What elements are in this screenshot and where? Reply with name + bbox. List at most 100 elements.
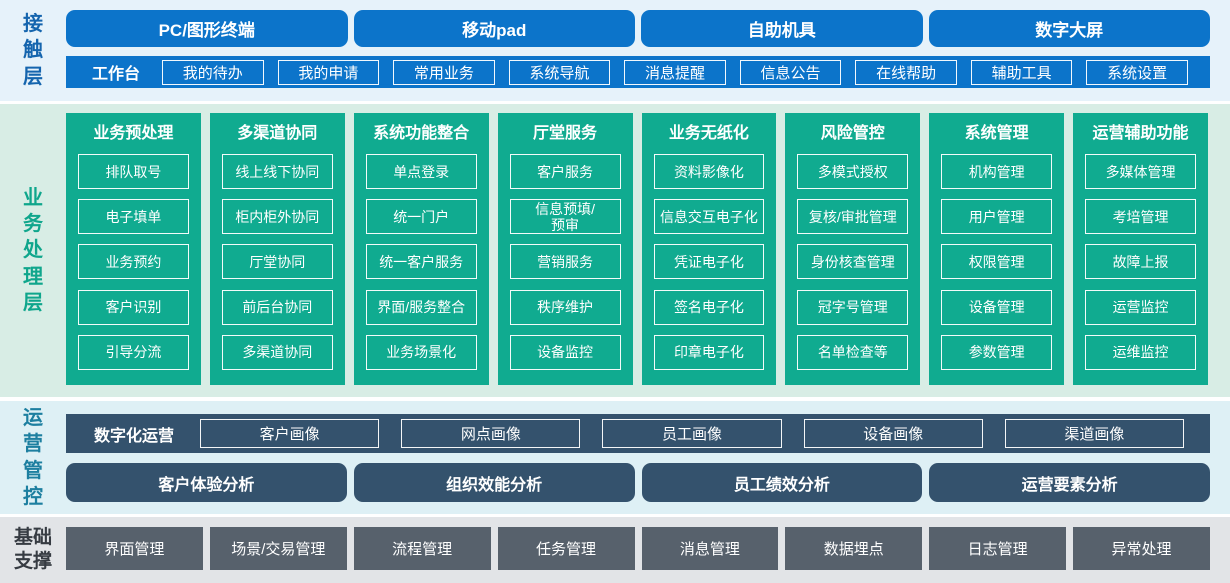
column-boxes: 多模式授权 复核/审批管理 身份核查管理 冠字号管理 名单检查等 <box>797 149 909 375</box>
column-title: 系统管理 <box>964 125 1029 142</box>
column-boxes: 资料影像化 信息交互电子化 凭证电子化 签名电子化 印章电子化 <box>653 149 765 375</box>
module-box: 厅堂协同 <box>221 244 333 280</box>
module-box: 多媒体管理 <box>1085 154 1196 190</box>
module-box: 信息预填/ 预审 <box>509 199 621 235</box>
module-box: 名单检查等 <box>797 334 909 370</box>
base-process-management: 流程管理 <box>353 527 491 570</box>
analysis-row: 客户体验分析 组织效能分析 员工绩效分析 运营要素分析 <box>66 463 1210 502</box>
analysis-operation-factors: 运营要素分析 <box>929 463 1210 502</box>
module-box: 界面/服务整合 <box>365 289 477 325</box>
column-title: 系统功能整合 <box>373 125 470 142</box>
module-box: 印章电子化 <box>653 334 765 370</box>
column-system-management: 系统管理 机构管理 用户管理 权限管理 设备管理 参数管理 <box>929 113 1065 385</box>
business-layer-label-col: 业务处理层 <box>0 104 66 397</box>
column-title: 多渠道协同 <box>237 125 318 142</box>
ops-layer: 运营管控 数字化运营 客户画像 网点画像 员工画像 设备画像 渠道画像 客户体验… <box>0 401 1230 514</box>
module-box: 权限管理 <box>941 244 1053 280</box>
module-box: 签名电子化 <box>653 289 765 325</box>
workbench-item-settings: 系统设置 <box>1086 59 1188 85</box>
digital-ops-items: 客户画像 网点画像 员工画像 设备画像 渠道画像 <box>200 419 1210 448</box>
workbench-item-common-business: 常用业务 <box>393 59 495 85</box>
persona-employee: 员工画像 <box>602 419 782 448</box>
digital-ops-label: 数字化运营 <box>94 427 175 445</box>
module-box: 业务场景化 <box>365 334 477 370</box>
module-box: 多渠道协同 <box>221 334 333 370</box>
module-box: 统一客户服务 <box>365 244 477 280</box>
column-title: 厅堂服务 <box>533 125 598 142</box>
column-title: 业务预处理 <box>93 125 174 142</box>
module-box: 柜内柜外协同 <box>221 199 333 235</box>
workbench-label: 工作台 <box>92 66 141 83</box>
column-title: 业务无纸化 <box>668 125 749 142</box>
column-boxes: 单点登录 统一门户 统一客户服务 界面/服务整合 业务场景化 <box>365 149 477 375</box>
module-box: 统一门户 <box>365 199 477 235</box>
module-box: 营销服务 <box>509 244 621 280</box>
module-box: 前后台协同 <box>221 289 333 325</box>
module-box: 故障上报 <box>1085 244 1196 280</box>
workbench-item-navigation: 系统导航 <box>508 59 611 85</box>
workbench-item-online-help: 在线帮助 <box>855 59 957 85</box>
column-multichannel-collab: 多渠道协同 线上线下协同 柜内柜外协同 厅堂协同 前后台协同 多渠道协同 <box>209 113 345 385</box>
module-box: 引导分流 <box>78 334 189 370</box>
persona-branch: 网点画像 <box>401 419 581 448</box>
module-box: 业务预约 <box>78 244 189 280</box>
workbench-item-aux-tools: 辅助工具 <box>970 59 1073 85</box>
module-box: 多模式授权 <box>797 154 909 190</box>
workbench-item-todo: 我的待办 <box>162 59 264 85</box>
column-system-integration: 系统功能整合 单点登录 统一门户 统一客户服务 界面/服务整合 业务场景化 <box>353 113 489 385</box>
base-layer: 基础支撑 界面管理 场景/交易管理 流程管理 任务管理 消息管理 数据埋点 日志… <box>0 517 1230 583</box>
base-scene-transaction: 场景/交易管理 <box>209 527 347 570</box>
column-hall-service: 厅堂服务 客户服务 信息预填/ 预审 营销服务 秩序维护 设备监控 <box>497 113 633 385</box>
module-box: 设备管理 <box>941 289 1053 325</box>
workbench-bar: 工作台 我的待办 我的申请 常用业务 系统导航 消息提醒 信息公告 在线帮助 辅… <box>66 56 1210 88</box>
column-paperless-business: 业务无纸化 资料影像化 信息交互电子化 凭证电子化 签名电子化 印章电子化 <box>641 113 777 385</box>
module-box: 用户管理 <box>941 199 1053 235</box>
terminal-row: PC/图形终端 移动pad 自助机具 数字大屏 <box>66 10 1210 47</box>
analysis-customer-experience: 客户体验分析 <box>66 463 347 502</box>
base-row: 界面管理 场景/交易管理 流程管理 任务管理 消息管理 数据埋点 日志管理 异常… <box>66 527 1210 570</box>
module-box: 单点登录 <box>365 154 477 190</box>
workbench-item-notifications: 消息提醒 <box>624 59 726 85</box>
module-box: 冠字号管理 <box>797 289 909 325</box>
module-box: 客户识别 <box>78 289 189 325</box>
contact-layer-content: PC/图形终端 移动pad 自助机具 数字大屏 工作台 我的待办 我的申请 常用… <box>66 0 1230 101</box>
module-columns: 业务预处理 排队取号 电子填单 业务预约 客户识别 引导分流 多渠道协同 线上线… <box>66 113 1210 385</box>
business-layer: 业务处理层 业务预处理 排队取号 电子填单 业务预约 客户识别 引导分流 多渠道… <box>0 104 1230 397</box>
column-risk-control: 风险管控 多模式授权 复核/审批管理 身份核查管理 冠字号管理 名单检查等 <box>785 113 921 385</box>
module-box: 身份核查管理 <box>797 244 909 280</box>
terminal-self-service: 自助机具 <box>641 10 923 47</box>
persona-channel: 渠道画像 <box>1004 419 1185 448</box>
column-operation-aux: 运营辅助功能 多媒体管理 考培管理 故障上报 运营监控 运维监控 <box>1073 113 1208 385</box>
module-box: 参数管理 <box>941 334 1053 370</box>
terminal-mobile-pad: 移动pad <box>353 10 635 47</box>
workbench-item-applications: 我的申请 <box>277 59 380 85</box>
base-ui-management: 界面管理 <box>66 527 203 570</box>
module-box: 秩序维护 <box>509 289 621 325</box>
ops-layer-content: 数字化运营 客户画像 网点画像 员工画像 设备画像 渠道画像 客户体验分析 组织… <box>66 401 1230 514</box>
column-title: 风险管控 <box>820 125 885 142</box>
module-box: 设备监控 <box>509 334 621 370</box>
business-layer-label: 业务处理层 <box>23 186 43 315</box>
module-box: 排队取号 <box>78 154 189 190</box>
workbench-item-announcements: 信息公告 <box>739 59 842 85</box>
column-boxes: 多媒体管理 考培管理 故障上报 运营监控 运维监控 <box>1085 149 1196 375</box>
column-business-preprocess: 业务预处理 排队取号 电子填单 业务预约 客户识别 引导分流 <box>66 113 201 385</box>
contact-layer-label: 接触层 <box>23 12 43 88</box>
base-message-management: 消息管理 <box>641 527 779 570</box>
column-boxes: 客户服务 信息预填/ 预审 营销服务 秩序维护 设备监控 <box>509 149 621 375</box>
module-box: 凭证电子化 <box>653 244 765 280</box>
module-box: 线上线下协同 <box>221 154 333 190</box>
module-box: 运维监控 <box>1085 334 1196 370</box>
module-box: 客户服务 <box>509 154 621 190</box>
ops-layer-label: 运营管控 <box>23 406 43 508</box>
workbench-items: 我的待办 我的申请 常用业务 系统导航 消息提醒 信息公告 在线帮助 辅助工具 … <box>162 59 1210 85</box>
contact-layer: 接触层 PC/图形终端 移动pad 自助机具 数字大屏 工作台 我的待办 我的申… <box>0 0 1230 101</box>
column-boxes: 排队取号 电子填单 业务预约 客户识别 引导分流 <box>78 149 189 375</box>
column-title: 运营辅助功能 <box>1092 125 1189 142</box>
module-box: 考培管理 <box>1085 199 1196 235</box>
module-box: 机构管理 <box>941 154 1053 190</box>
persona-customer: 客户画像 <box>200 419 380 448</box>
base-layer-label: 基础支撑 <box>13 527 52 572</box>
module-box: 信息交互电子化 <box>653 199 765 235</box>
